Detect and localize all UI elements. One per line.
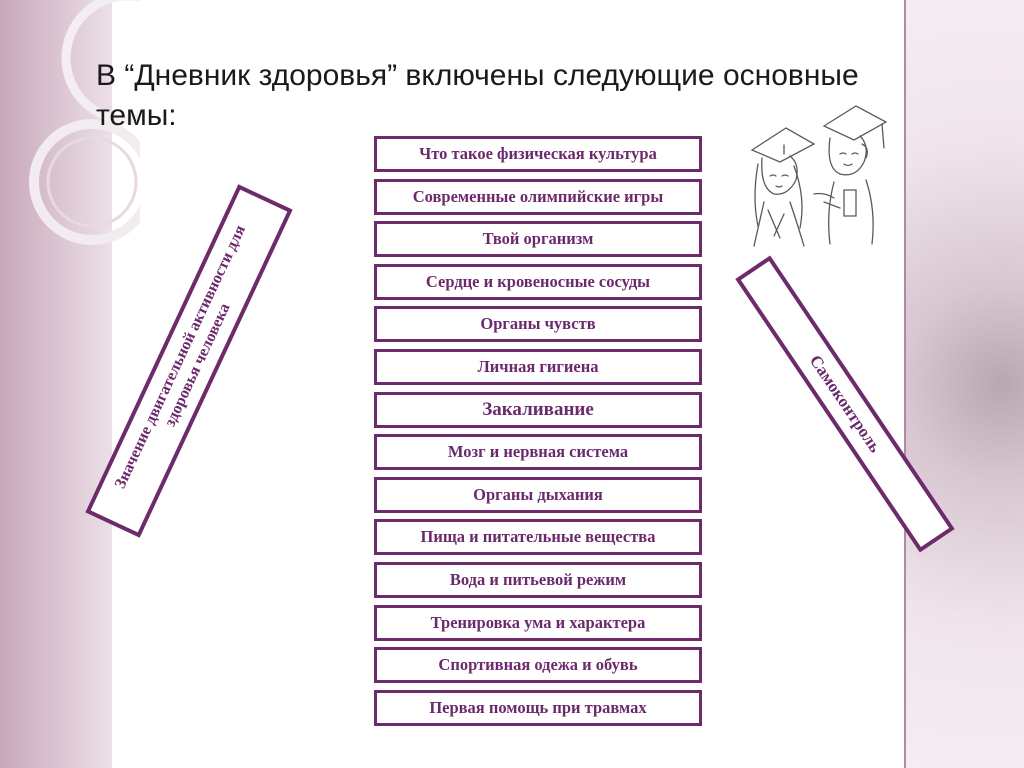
topic-item: Пища и питательные вещества xyxy=(374,519,702,556)
topic-item: Закаливание xyxy=(374,391,702,428)
topic-item: Твой организм xyxy=(374,221,702,258)
right-decor-panel xyxy=(904,0,1024,768)
topics-list: Что такое физическая культура Современны… xyxy=(374,136,702,732)
topic-item: Что такое физическая культура xyxy=(374,136,702,172)
topic-item: Мозг и нервная система xyxy=(374,434,702,471)
topic-item: Органы дыхания xyxy=(374,476,702,513)
topic-item: Спортивная одежа и обувь xyxy=(374,647,702,684)
topic-item: Первая помощь при травмах xyxy=(374,689,702,726)
topic-item: Современные олимпийские игры xyxy=(374,178,702,215)
right-banner-text: Самоконтроль xyxy=(805,351,885,457)
topic-item: Личная гигиена xyxy=(374,348,702,385)
topic-item: Сердце и кровеносные сосуды xyxy=(374,263,702,300)
graduates-illustration xyxy=(750,105,888,247)
topic-item: Тренировка ума и характера xyxy=(374,604,702,641)
decorative-circles xyxy=(29,0,140,245)
topic-item: Вода и питьевой режим xyxy=(374,561,702,598)
topic-item: Органы чувств xyxy=(374,306,702,343)
slide-title: В “Дневник здоровья” включены следующие … xyxy=(96,59,859,132)
